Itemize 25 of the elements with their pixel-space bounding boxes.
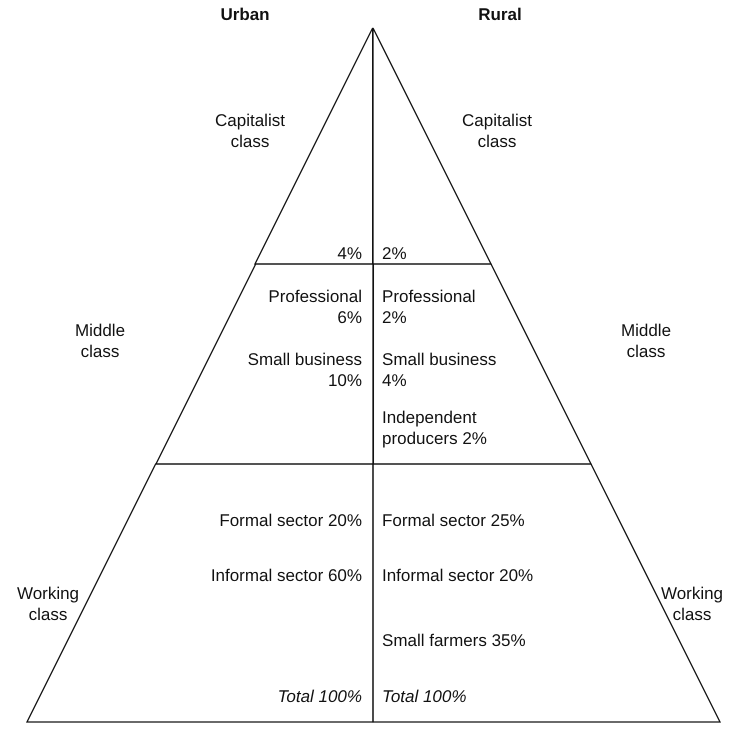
pyramid-section: [156, 264, 373, 464]
class-label: Working class: [16, 583, 80, 625]
class-label: Capitalist class: [461, 110, 533, 152]
share-label: Informal sector 20%: [382, 565, 534, 586]
column-heading: Urban: [219, 4, 271, 25]
share-label: Professional 2%: [382, 286, 477, 328]
share-label: Total 100%: [276, 686, 362, 707]
pyramid-section: [373, 264, 591, 464]
share-label: Total 100%: [382, 686, 468, 707]
column-heading: Rural: [477, 4, 523, 25]
share-label: Informal sector 60%: [210, 565, 362, 586]
share-label: Professional 6%: [267, 286, 362, 328]
share-label: Small farmers 35%: [382, 630, 527, 651]
share-label: Small business 10%: [246, 349, 362, 391]
share-label: Independent producers 2%: [382, 407, 488, 449]
class-label: Working class: [660, 583, 724, 625]
class-label: Capitalist class: [214, 110, 286, 152]
share-label: Formal sector 25%: [382, 510, 526, 531]
share-label: Small business 4%: [382, 349, 498, 391]
share-label: 2%: [382, 243, 408, 264]
class-label: Middle class: [74, 320, 126, 362]
share-label: 4%: [336, 243, 362, 264]
class-label: Middle class: [620, 320, 672, 362]
share-label: Formal sector 20%: [218, 510, 362, 531]
pyramid-section: [373, 464, 720, 722]
